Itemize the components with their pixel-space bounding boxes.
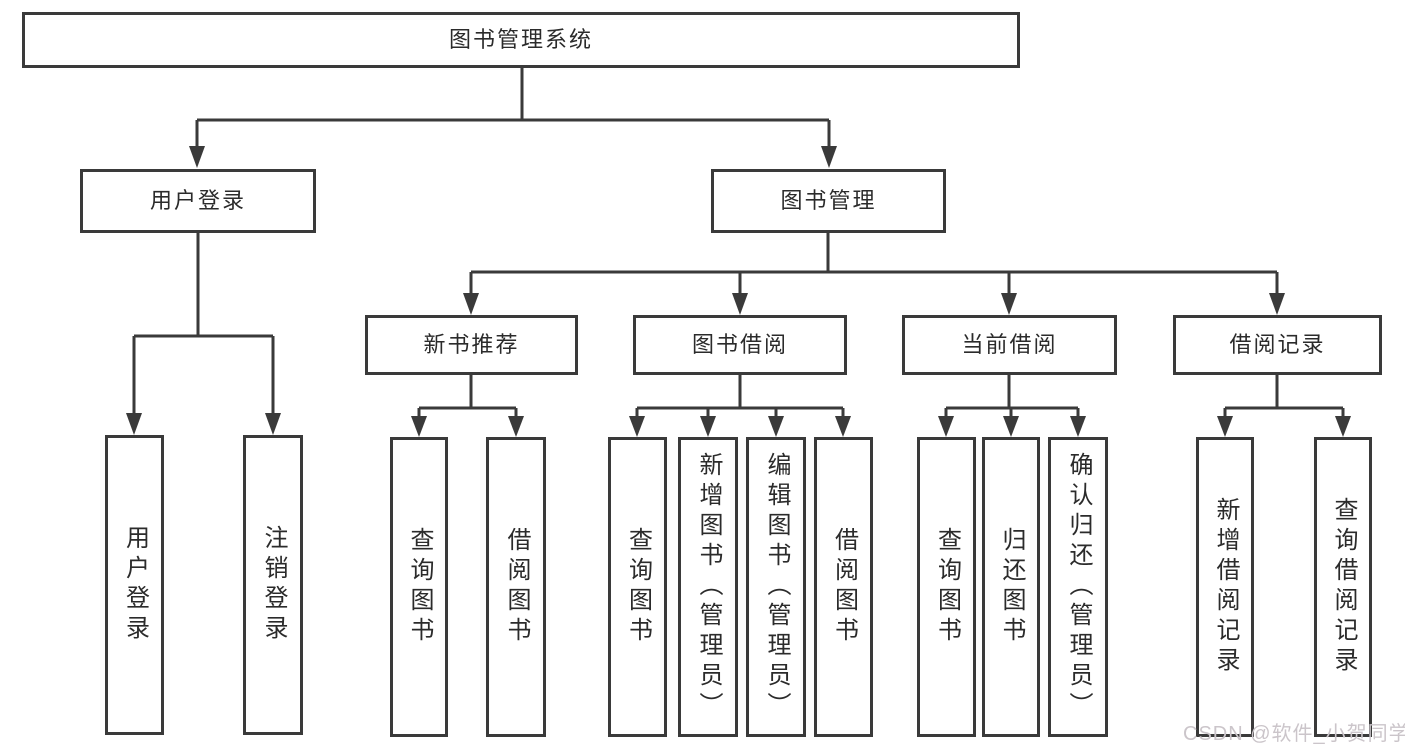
leaf-edit-books-admin: 编辑图书（管理员）: [746, 437, 806, 737]
leaf-query-books-borrowing-label: 查询图书: [624, 527, 652, 647]
leaf-logout-login-label: 注销登录: [260, 525, 287, 645]
arrowheads: [126, 146, 1351, 437]
leaf-return-books-label: 归还图书: [998, 527, 1025, 647]
leaf-borrow-books-borrowing: 借阅图书: [814, 437, 873, 737]
leaf-user-login-label: 用户登录: [121, 525, 149, 645]
leaf-user-login: 用户登录: [105, 435, 164, 735]
leaf-add-books-admin-label: 新增图书（管理员）: [695, 452, 722, 722]
leaf-add-borrow-record-label: 新增借阅记录: [1212, 497, 1239, 677]
leaf-edit-books-admin-label: 编辑图书（管理员）: [763, 452, 790, 722]
leaf-logout-login: 注销登录: [243, 435, 303, 735]
leaf-add-borrow-record: 新增借阅记录: [1196, 437, 1254, 737]
node-new-book-recommendation: 新书推荐: [365, 315, 578, 375]
leaf-confirm-return-admin: 确认归还（管理员）: [1048, 437, 1108, 737]
leaf-confirm-return-admin-label: 确认归还（管理员）: [1065, 452, 1092, 722]
leaf-query-borrow-record-label: 查询借阅记录: [1330, 497, 1357, 677]
node-book-borrowing: 图书借阅: [633, 315, 847, 375]
leaf-query-books-recommend-label: 查询图书: [406, 527, 433, 647]
leaf-borrow-books-recommend: 借阅图书: [486, 437, 546, 737]
leaf-query-books-current: 查询图书: [917, 437, 976, 737]
node-root-library-management-system: 图书管理系统: [22, 12, 1020, 68]
leaf-add-books-admin: 新增图书（管理员）: [678, 437, 738, 737]
node-book-management: 图书管理: [711, 169, 946, 233]
leaf-query-books-borrowing: 查询图书: [608, 437, 667, 737]
leaf-borrow-books-recommend-label: 借阅图书: [503, 527, 530, 647]
node-borrowing-records: 借阅记录: [1173, 315, 1382, 375]
leaf-query-books-current-label: 查询图书: [933, 527, 961, 647]
leaf-query-borrow-record: 查询借阅记录: [1314, 437, 1372, 737]
leaf-return-books: 归还图书: [982, 437, 1040, 737]
node-current-borrowing: 当前借阅: [902, 315, 1117, 375]
node-user-login: 用户登录: [80, 169, 316, 233]
csdn-watermark: CSDN @软件_小贺同学: [1183, 723, 1405, 745]
leaf-query-books-recommend: 查询图书: [390, 437, 448, 737]
leaf-borrow-books-borrowing-label: 借阅图书: [830, 527, 858, 647]
